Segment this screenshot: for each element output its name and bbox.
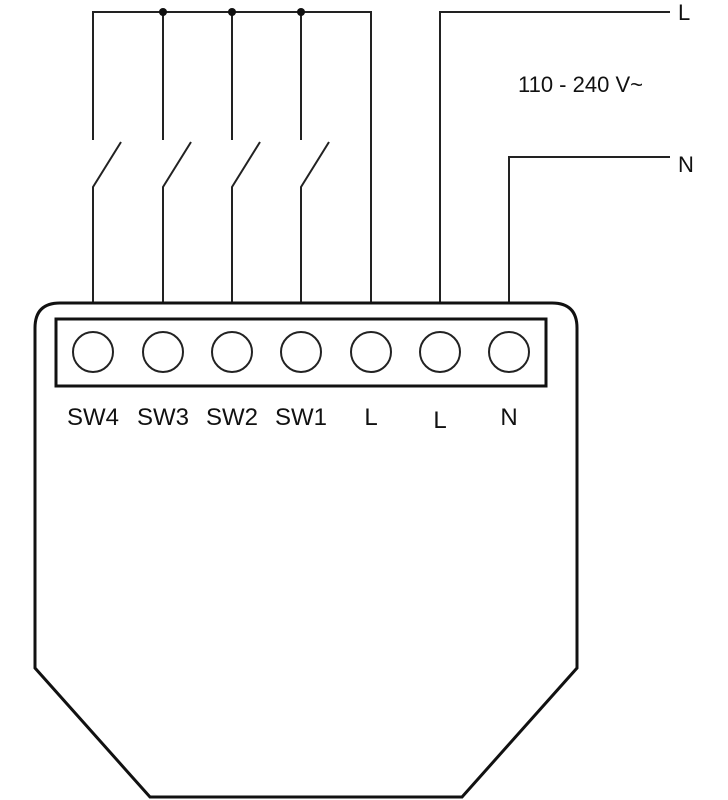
- terminal-label: L: [433, 407, 446, 434]
- terminal-label: SW2: [206, 404, 258, 431]
- terminal-sw1: [280, 331, 322, 373]
- terminal-sw3: [142, 331, 184, 373]
- terminal-block: [54, 317, 548, 388]
- junction-dot: [159, 8, 167, 16]
- voltage-label: 110 - 240 V~: [518, 72, 643, 97]
- terminal-label: N: [500, 404, 517, 431]
- terminal-label: SW4: [67, 404, 119, 431]
- terminal-l2: [419, 331, 461, 373]
- switch-sw2: [231, 141, 261, 303]
- terminal-sw2: [211, 331, 253, 373]
- switch-sw1: [300, 141, 330, 303]
- line-wire: [439, 11, 670, 303]
- switch-sw4: [92, 141, 122, 303]
- neutral-label: N: [678, 152, 694, 177]
- line-label: L: [678, 0, 690, 25]
- terminal-sw4: [72, 331, 114, 373]
- terminal-label: SW3: [137, 404, 189, 431]
- terminal-n: [488, 331, 530, 373]
- junction-dot: [228, 8, 236, 16]
- device-body: [33, 301, 579, 799]
- neutral-wire: [508, 156, 670, 303]
- junction-dot: [297, 8, 305, 16]
- terminal-l1: [350, 331, 392, 373]
- switch-sw3: [162, 141, 192, 303]
- terminal-label: L: [364, 404, 377, 431]
- terminal-label: SW1: [275, 404, 327, 431]
